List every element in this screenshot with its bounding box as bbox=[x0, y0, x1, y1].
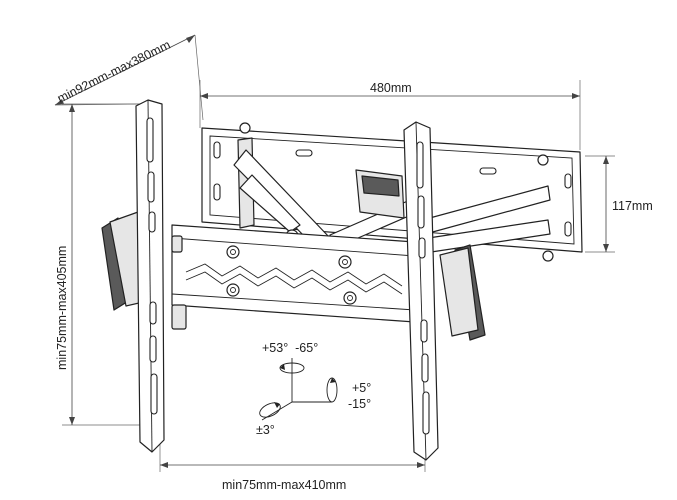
vesa-width-dimension: min75mm-max410mm bbox=[159, 440, 426, 492]
right-tv-bracket bbox=[403, 121, 439, 461]
wall-plate-width-label: 480mm bbox=[370, 81, 412, 95]
arm-depth-dimension: min92mm-max380mm bbox=[54, 34, 204, 121]
vesa-height-label: min75mm-max405mm bbox=[55, 246, 69, 370]
swivel-label: +53° -65° bbox=[262, 341, 318, 355]
wall-plate-height-label: 117mm bbox=[612, 199, 653, 213]
roll-label: ±3° bbox=[256, 423, 275, 437]
adjustment-axes-icon bbox=[259, 358, 338, 421]
wall-plate-width-dimension: 480mm bbox=[199, 80, 581, 150]
articulating-arms bbox=[233, 137, 551, 255]
tilt-down-label: -15° bbox=[348, 397, 371, 411]
vesa-height-dimension: min75mm-max405mm bbox=[55, 103, 160, 426]
center-crossbar bbox=[171, 224, 416, 330]
arm-depth-label: min92mm-max380mm bbox=[55, 38, 173, 106]
wall-plate-height-dimension: 117mm bbox=[585, 155, 653, 253]
vesa-width-label: min75mm-max410mm bbox=[222, 478, 346, 492]
left-tv-bracket bbox=[135, 99, 165, 453]
tilt-up-label: +5° bbox=[352, 381, 371, 395]
